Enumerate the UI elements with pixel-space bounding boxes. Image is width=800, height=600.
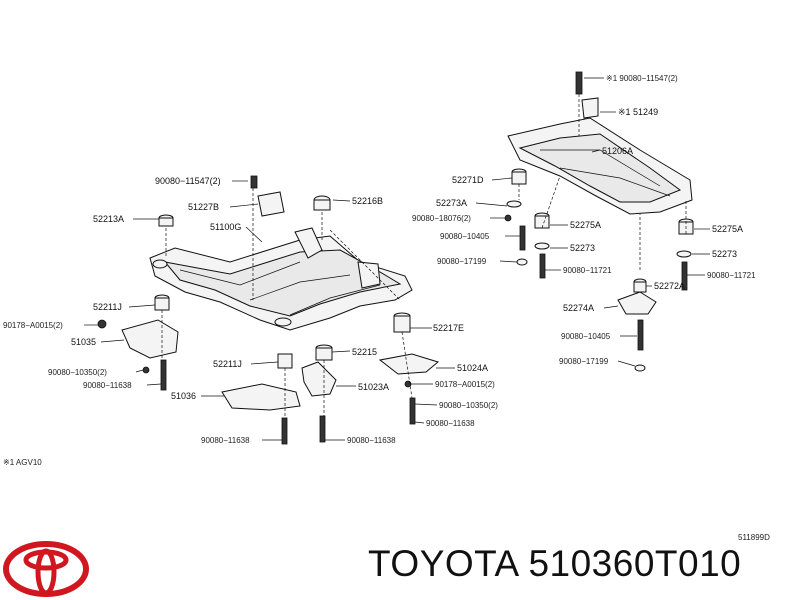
label-52271D: 52271D — [452, 175, 484, 185]
label-51100G: 51100G — [210, 222, 241, 232]
label-51249: ※1 51249 — [618, 107, 658, 117]
label-52217E: 52217E — [433, 323, 464, 333]
label-52273-b: 52273 — [712, 249, 737, 259]
label-51036: 51036 — [171, 391, 196, 401]
bracket-51035 — [97, 319, 179, 391]
bushing-52215 — [315, 344, 333, 361]
label-90080-11638-c: 90080−11638 — [201, 436, 250, 445]
bracket-52274A — [617, 278, 657, 372]
label-90080-10405-b: 90080−10405 — [561, 332, 611, 341]
bracket-51024A — [378, 353, 440, 425]
label-52211J-lower: 52211J — [213, 359, 242, 369]
label-90080-11547-left: 90080−11547(2) — [155, 176, 221, 186]
label-51023A: 51023A — [358, 382, 389, 392]
bracket-51227B — [250, 175, 285, 217]
front-crossmember — [149, 227, 413, 331]
label-90178-A0015-left: 90178−A0015(2) — [3, 321, 63, 330]
label-52213A: 52213A — [93, 214, 124, 224]
note-agv10: ※1 AGV10 — [3, 458, 42, 467]
label-90080-10405-a: 90080−10405 — [440, 232, 490, 241]
label-52275A-b: 52275A — [712, 224, 743, 234]
label-52216B: 52216B — [352, 196, 383, 206]
rear-crossmember — [507, 117, 693, 215]
label-90080-11721-a: 90080−11721 — [563, 266, 612, 275]
label-90080-11638-b: 90080−11638 — [426, 419, 475, 428]
label-90080-17199-b: 90080−17199 — [559, 357, 609, 366]
label-90080-11638-d: 90080−11638 — [347, 436, 396, 445]
bracket-51249 — [575, 71, 599, 119]
bushing-52211J-upper — [154, 294, 170, 311]
label-90080-10350-left: 90080−10350(2) — [48, 368, 107, 377]
catalog-code: 511899D — [738, 533, 770, 542]
label-51227B: 51227B — [188, 202, 219, 212]
label-90178-A0015-right: 90178−A0015(2) — [435, 380, 495, 389]
brand-part-number: TOYOTA 510360T010 — [368, 543, 742, 584]
label-51035: 51035 — [71, 337, 96, 347]
label-90080-11547-right: ※1 90080−11547(2) — [606, 74, 678, 83]
label-52215: 52215 — [352, 347, 377, 357]
label-52272A: 52272A — [654, 281, 685, 291]
bushing-52275A-right — [676, 218, 694, 291]
toyota-logo-icon — [3, 541, 89, 597]
bushing-52271D — [511, 168, 527, 185]
bushing-52217E — [393, 312, 411, 333]
bushing-52213A — [158, 214, 174, 227]
bracket-51023A — [301, 361, 337, 443]
label-52275A-a: 52275A — [570, 220, 601, 230]
bushing-52216B — [313, 195, 331, 211]
label-90080-18076: 90080−18076(2) — [412, 214, 471, 223]
bushing-52275A-center — [534, 212, 550, 279]
label-52211J-upper: 52211J — [93, 302, 122, 312]
label-51206A: 51206A — [602, 146, 633, 156]
label-90080-10350-right: 90080−10350(2) — [439, 401, 498, 410]
label-52273-a: 52273 — [570, 243, 595, 253]
bracket-51036 — [221, 353, 301, 445]
label-51024A: 51024A — [457, 363, 488, 373]
label-90080-11721-b: 90080−11721 — [707, 271, 756, 280]
label-52273A: 52273A — [436, 198, 467, 208]
label-90080-11638-a: 90080−11638 — [83, 381, 132, 390]
label-90080-17199-a: 90080−17199 — [437, 257, 487, 266]
bushing-52273A — [504, 200, 528, 266]
label-52274A: 52274A — [563, 303, 594, 313]
